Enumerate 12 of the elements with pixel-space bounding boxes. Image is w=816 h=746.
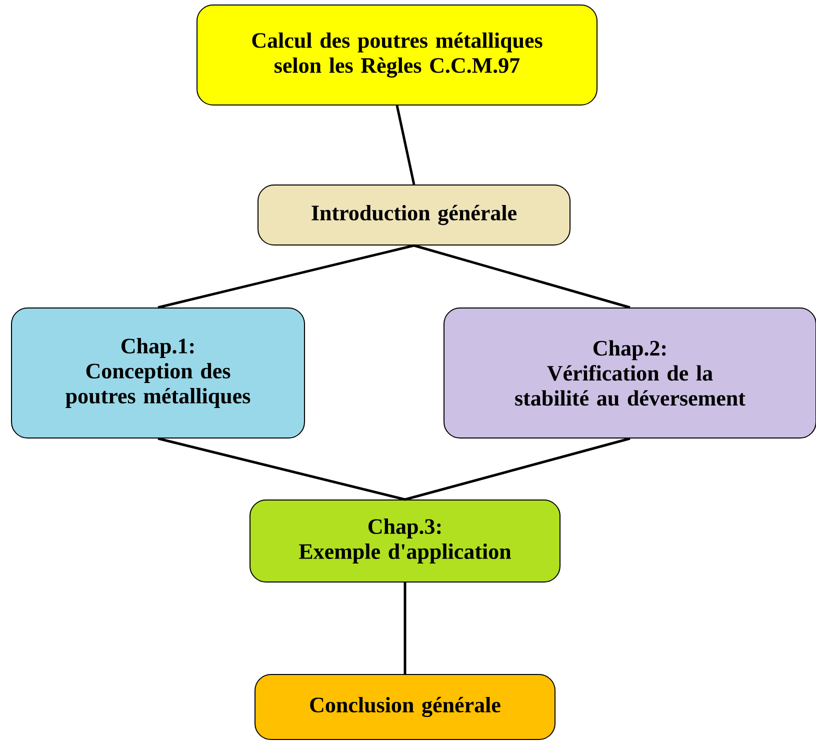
chapter-box: Chap.2: Vérification de la stabilité au déversement [444,307,816,438]
connector-line [404,582,406,674]
chapter-box: Chap.3: Exemple d'application [250,499,560,582]
title-box: Calcul des poutres métalliques selon les Règles C.C.M.97 [196,4,598,106]
connector-line [414,244,630,309]
connector-line [396,105,416,185]
title-box: Conclusion générale [254,674,556,740]
title-box: Introduction générale [258,184,570,246]
connector-line [158,244,414,309]
connector-line [404,437,630,501]
chapter-box: Chap.1: Conception des poutres métalliques [11,307,305,438]
connector-line [158,437,406,501]
